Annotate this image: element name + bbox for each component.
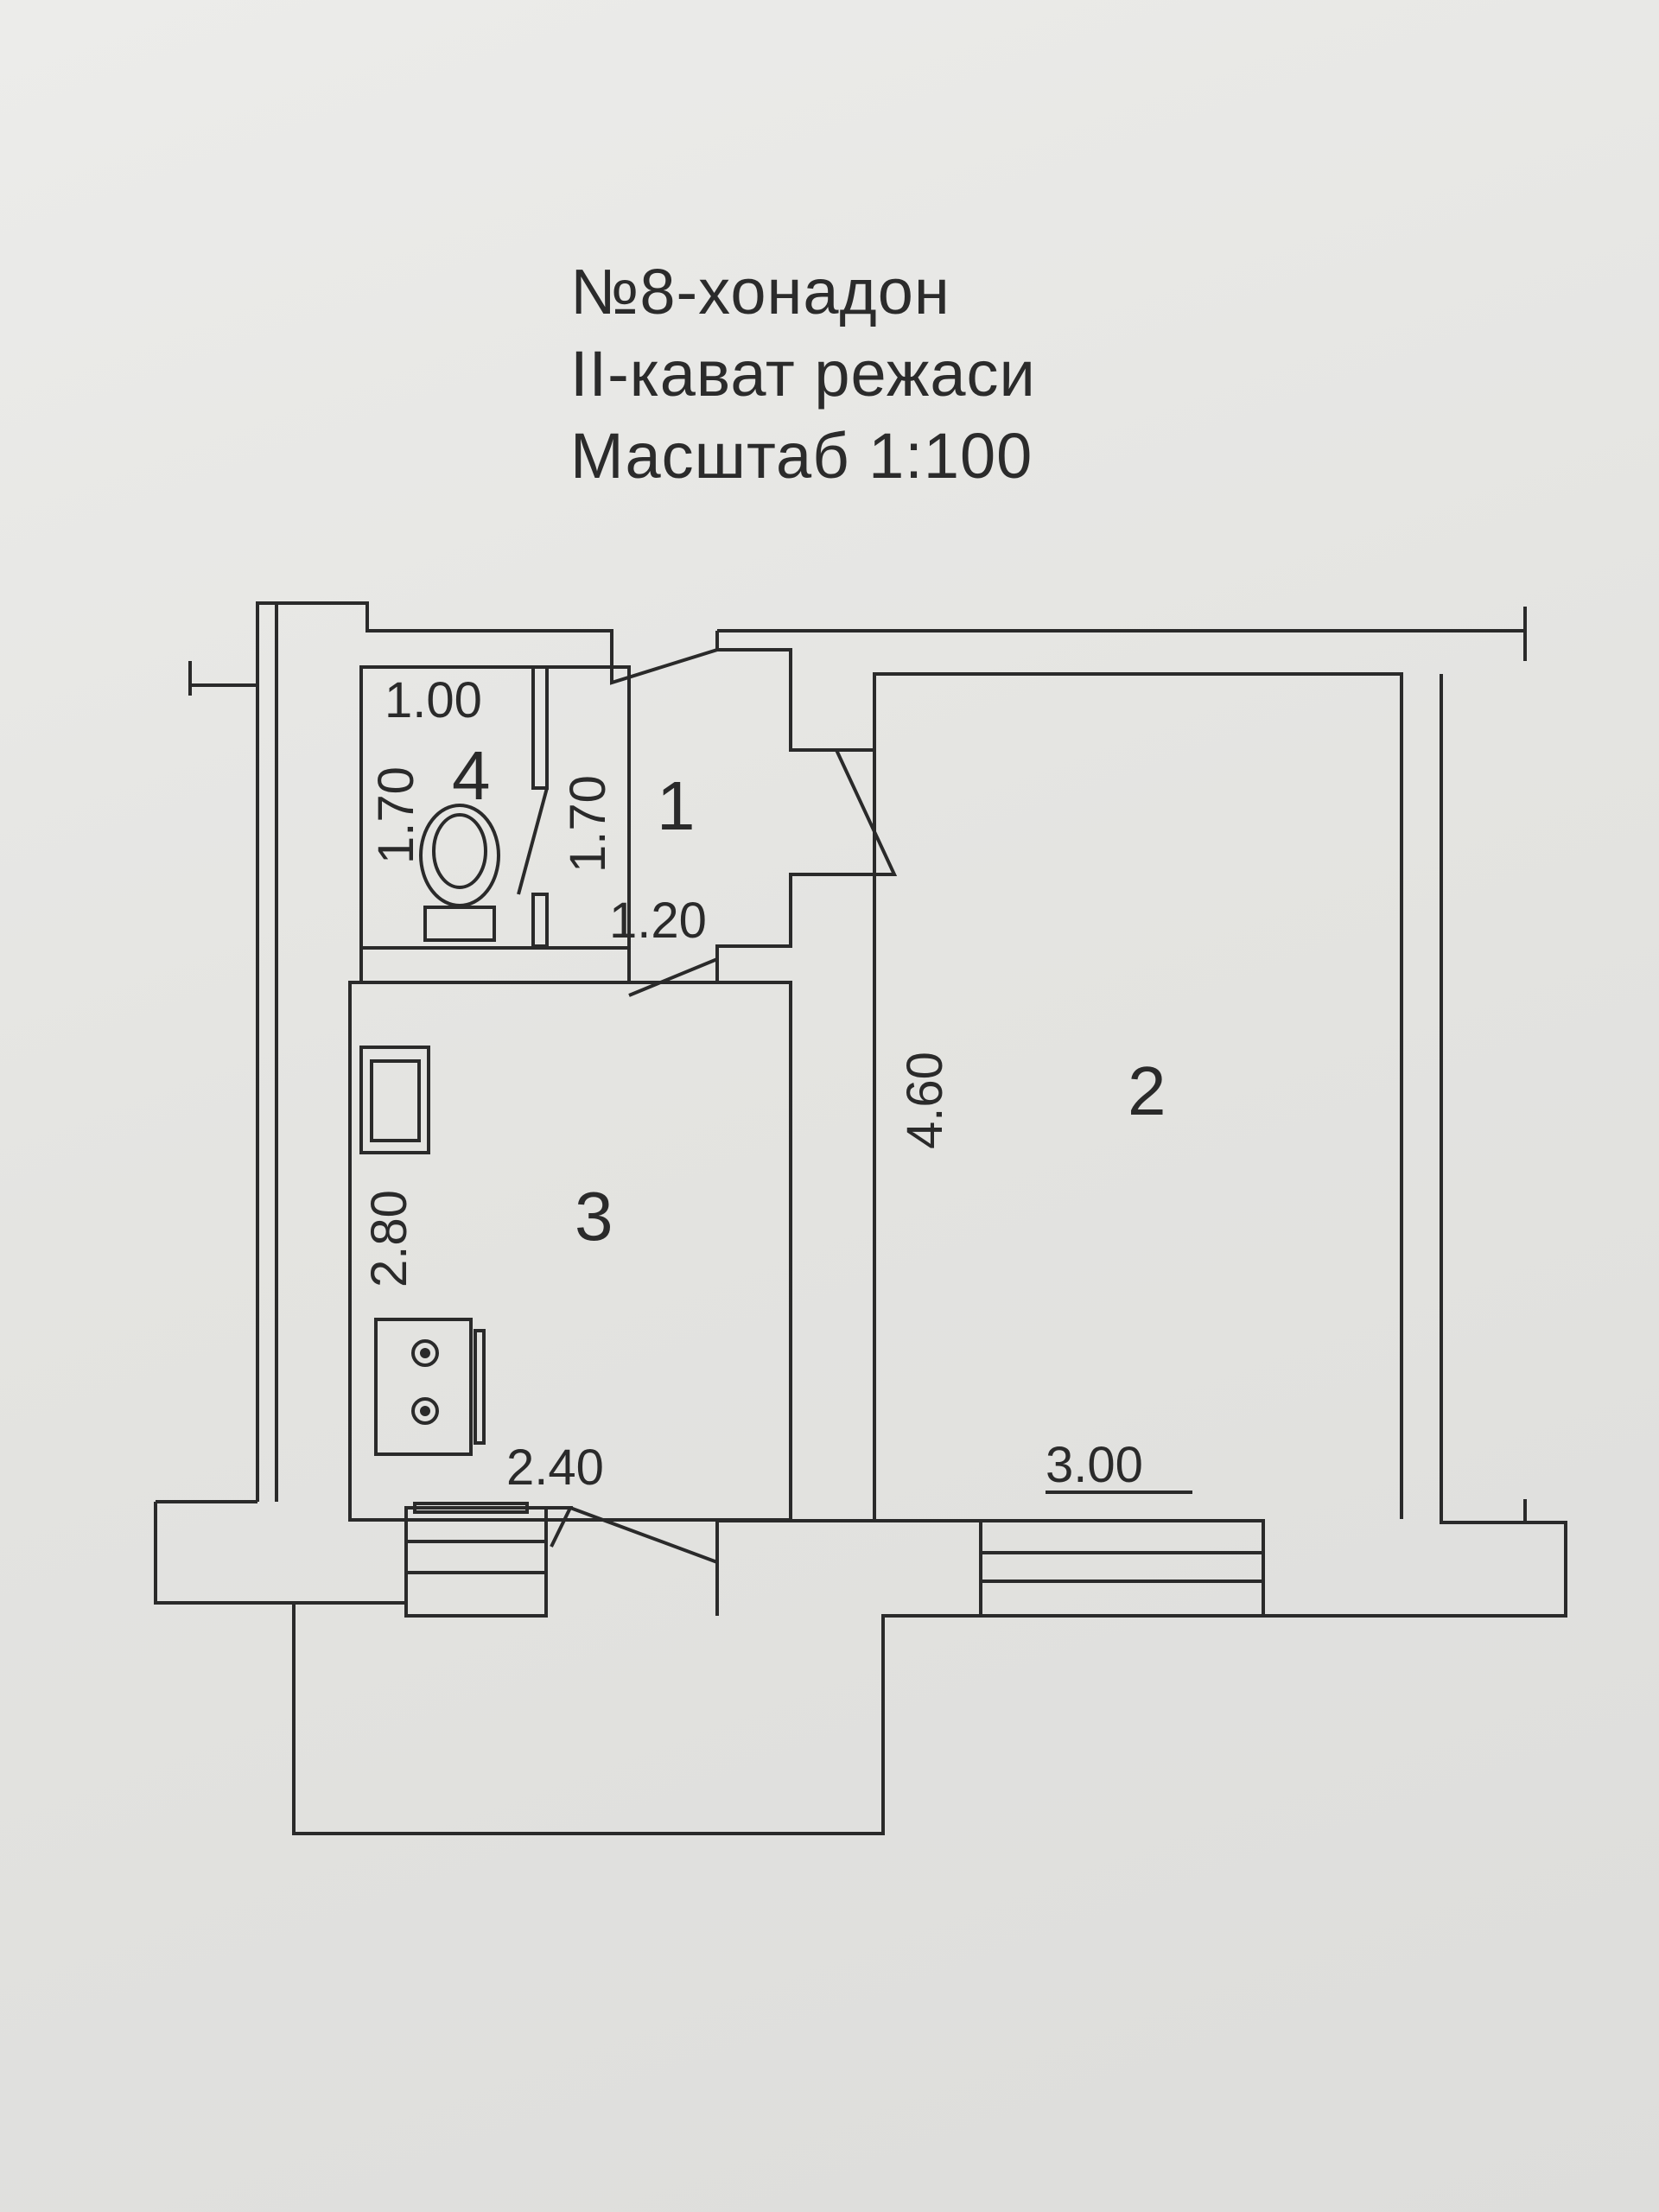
bath-kitchen-wall xyxy=(359,948,629,984)
toilet-fixture xyxy=(419,804,500,942)
room-label-1: 1 xyxy=(657,767,696,844)
room-label-3: 3 xyxy=(575,1178,613,1255)
bathroom-partition xyxy=(517,665,549,948)
scale-label: Масштаб 1:100 xyxy=(570,420,1033,492)
dim-room2-height: 4.60 xyxy=(897,1052,953,1149)
kitchen-door xyxy=(546,1506,574,1548)
kitchen-stove xyxy=(374,1318,486,1456)
kitchen-sink xyxy=(359,1046,430,1154)
dim-kitchen-width: 2.40 xyxy=(506,1440,604,1496)
dim-bath-width: 1.00 xyxy=(385,672,482,728)
apartment-number-title: №8-хонадон xyxy=(570,256,950,327)
room2-outline xyxy=(873,607,1567,1618)
hall-outline xyxy=(610,607,1527,1519)
room-label-4: 4 xyxy=(452,737,491,814)
dim-kitchen-height: 2.80 xyxy=(361,1190,417,1287)
dim-hall-width: 1.20 xyxy=(609,893,707,949)
room2-window xyxy=(979,1519,1265,1618)
left-outer-wall xyxy=(188,601,613,1502)
bathroom-outline xyxy=(359,665,631,950)
kitchen-outline xyxy=(348,981,792,1522)
plan-title-block: №8-хонадон II-кават режаси Масштаб 1:100 xyxy=(570,251,1175,497)
kitchen-window xyxy=(404,1502,548,1618)
floor-plan-subtitle: II-кават режаси xyxy=(570,338,1036,410)
dim-room2-width: 3.00 xyxy=(1046,1437,1143,1493)
dim-bath-right-height: 1.70 xyxy=(560,775,616,873)
room-label-2: 2 xyxy=(1128,1052,1166,1129)
dim-bath-left-height: 1.70 xyxy=(368,766,424,864)
bottom-wall xyxy=(154,1500,1566,1835)
